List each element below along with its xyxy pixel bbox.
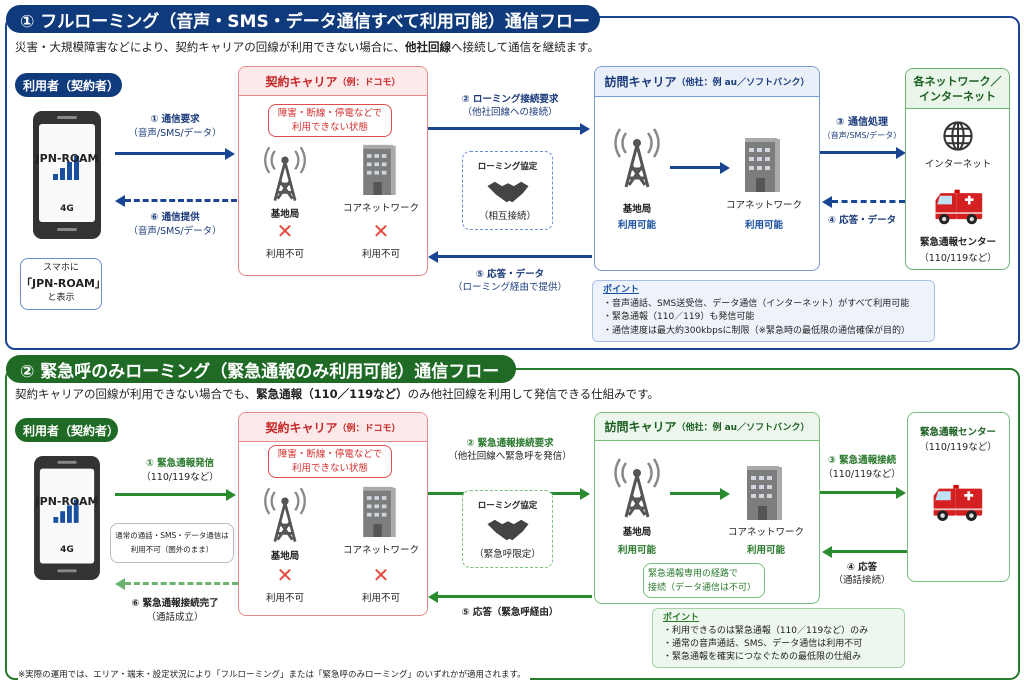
contract-status-box: 障害・断線・停電などで利用できない状態 [268,445,392,478]
roaming-agreement-box: ローミング協定 （相互接続） [462,151,553,230]
visit-core-available: 利用可能 [744,220,784,231]
arrow4-label: ④ 応答（通話接続） [833,562,891,586]
phone-speech-bubble: 通常の通話・SMS・データ通信は利用不可（圏外のまま） [110,523,234,563]
arrow3-label: ③ 緊急通報接続（110/119など） [823,455,901,480]
ambulance-icon [930,483,984,523]
arrow4-response [832,200,905,203]
phone-network-name: JPN-ROAM [35,152,99,165]
section2-description: 契約キャリアの回線が利用できない場合でも、緊急通報（110／119など）のみ他社… [15,387,659,401]
arrow6-label: ⑥ 緊急通報接続完了（通話成立） [131,598,219,623]
core-unavailable: 利用不可 [361,593,401,604]
visit-base-label: 基地局 [622,527,652,538]
arrow6-provide [125,199,237,202]
emergency-center-label: 緊急通報センター [919,427,997,438]
arrow6-complete [125,582,238,585]
arrow5-response [438,595,592,598]
arrow1-label: ① 緊急通報発信（110/119など） [141,458,219,483]
base-station-label: 基地局 [270,209,300,220]
visit-core-label: コアネットワーク [727,527,805,538]
arrow1-label: ① 通信要求（音声/SMS/データ） [128,114,222,139]
user-label: 利用者（契約者） [15,418,119,442]
core-network-icon [742,136,782,192]
visit-core-available: 利用可能 [746,545,786,556]
core-network-label: コアネットワーク [342,203,420,214]
base-station-label: 基地局 [270,551,300,562]
emergency-route-callout: 緊急通報専用の経路で接続（データ通信は不可） [643,563,765,598]
user-label: 利用者（契約者） [15,73,122,97]
base-unavailable: 利用不可 [265,593,305,604]
internet-label: インターネット [924,159,992,170]
arrow2-roaming-request [428,127,582,130]
arrow1-emergency-call [115,493,228,496]
emergency-center-numbers: （110/119など） [919,253,997,264]
handshake-icon [486,516,530,544]
phone-network-type: 4G [60,545,74,555]
ambulance-icon [932,188,984,226]
unavailable-x-icon: ✕ [276,219,294,243]
globe-icon [942,120,974,152]
emergency-center-label: 緊急通報センター [919,237,997,248]
arrow3-emergency-connect [820,491,898,494]
arrow-base-to-core [670,492,722,495]
base-station-icon [612,125,662,189]
visit-base-label: 基地局 [622,204,652,215]
section2-title: ② 緊急呼のみローミング（緊急通報のみ利用可能）通信フロー [6,355,516,383]
emergency-center-numbers: （110/119など） [919,442,997,453]
phone-network-name: JPN-ROAM [35,495,99,508]
handshake-icon [486,178,530,206]
visit-core-label: コアネットワーク [725,200,803,211]
arrow-base-to-core [670,166,722,169]
arrow2-label: ② ローミング接続要求（他社回線への接続） [461,94,559,118]
visit-base-available: 利用可能 [617,220,657,231]
arrow3-label: ③ 通信処理（音声/SMS/データ） [822,117,902,140]
arrow5-label: ⑤ 応答（緊急呼経由） [461,607,559,618]
base-station-icon [612,455,662,519]
roaming-agreement-box: ローミング協定 （緊急呼限定） [462,490,553,568]
arrow5-response [438,255,592,258]
phone-network-type: 4G [60,204,74,214]
unavailable-x-icon: ✕ [276,563,294,587]
phone-callout: スマホに「JPN-ROAM」と表示 [20,258,106,310]
section1-description: 災害・大規模障害などにより、契約キャリアの回線が利用できない場合に、他社回線へ接… [15,40,599,54]
contract-status-box: 障害・断線・停電などで利用できない状態 [268,104,392,137]
base-station-icon [262,484,308,544]
arrow2-label: ② 緊急通報接続要求（他社回線へ緊急呼を発信） [448,438,572,462]
core-network-icon [744,464,784,520]
core-network-label: コアネットワーク [342,545,420,556]
arrow5-label: ⑤ 応答・データ（ローミング経由で提供） [452,269,568,293]
s1-points-box: ポイント ・音声通話、SMS送受信、データ通信（インターネット）がすべて利用可能… [592,280,935,342]
contract-carrier-box: 契約キャリア（例：ドコモ） [238,66,428,276]
s2-points-box: ポイント ・利用できるのは緊急通報（110／119など）のみ・通常の音声通話、S… [652,608,905,668]
core-unavailable: 利用不可 [361,249,401,260]
visit-base-available: 利用可能 [617,545,657,556]
networks-box: 各ネットワーク／インターネット [905,68,1010,270]
arrow1-request [115,152,227,155]
contract-carrier-box: 契約キャリア（例：ドコモ） [238,412,428,616]
core-network-icon [360,485,398,537]
core-network-icon [360,143,398,195]
arrow6-label: ⑥ 通信提供（音声/SMS/データ） [128,212,222,237]
smartphone-icon [32,110,102,240]
arrow4-response [832,550,907,553]
base-unavailable: 利用不可 [265,249,305,260]
footnote: ※実際の運用では、エリア・端末・設定状況により「フルローミング」または「緊急呼の… [18,668,530,680]
arrow4-label: ④ 応答・データ [827,215,897,226]
smartphone-icon [33,455,101,581]
unavailable-x-icon: ✕ [372,219,390,243]
section1-title: ① フルローミング（音声・SMS・データ通信すべて利用可能）通信フロー [6,5,600,33]
unavailable-x-icon: ✕ [372,563,390,587]
arrow3-process [820,151,898,154]
base-station-icon [262,143,308,203]
